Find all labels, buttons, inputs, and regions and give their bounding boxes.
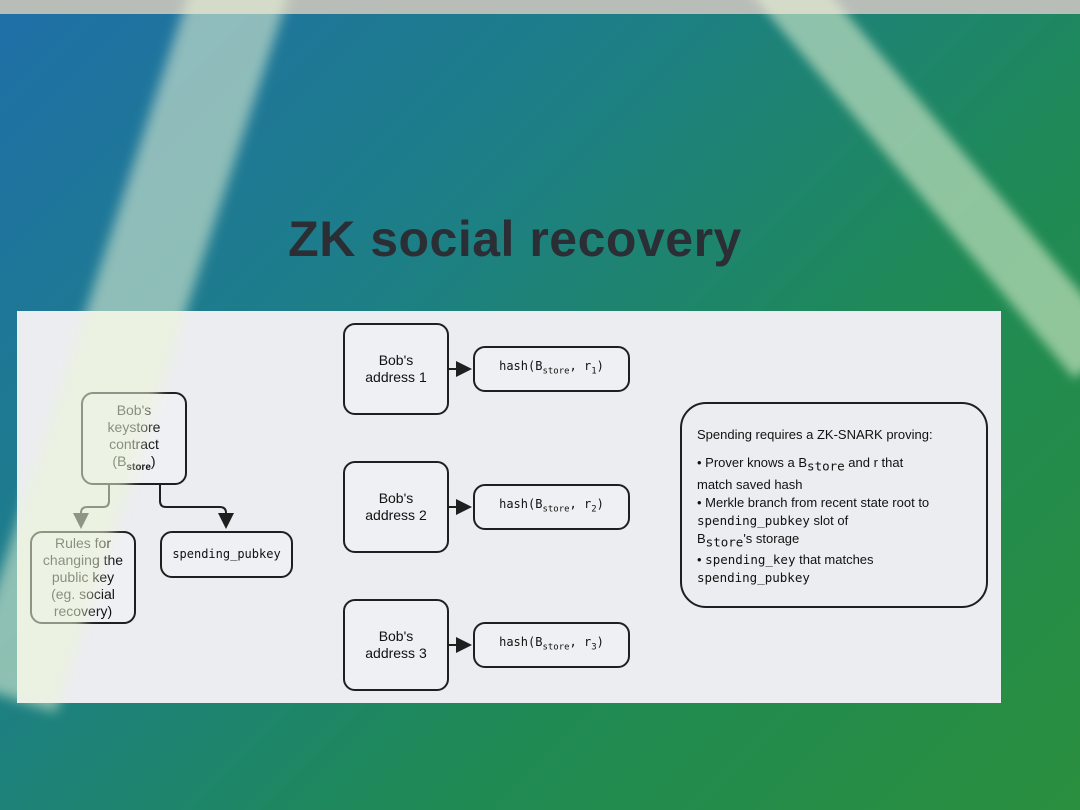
- slide-title: ZK social recovery: [288, 211, 742, 267]
- requirement-2: • Merkle branch from recent state root t…: [697, 494, 930, 510]
- requirement-3: • spending_key that matches: [697, 552, 874, 568]
- diagram-panel: Bob's keystore contract (Bstore) Rules f…: [17, 311, 1001, 703]
- hash-1-box: hash(Bstore, r1): [473, 346, 630, 392]
- spending-pubkey-box: spending_pubkey: [160, 531, 293, 578]
- requirements-heading: Spending requires a ZK-SNARK proving:: [697, 427, 933, 442]
- projector-top-strip: [0, 0, 1080, 14]
- rules-box: Rules for changing the public key (eg. s…: [30, 531, 136, 624]
- requirement-1: • Prover knows a Bstore and r that: [697, 455, 904, 474]
- arrow-keystore-to-rules: [73, 485, 110, 529]
- hash-3-box: hash(Bstore, r3): [473, 622, 630, 668]
- arrow-keystore-to-spending-pubkey: [159, 485, 234, 529]
- keystore-contract-box: Bob's keystore contract (Bstore): [81, 392, 187, 485]
- hash-2-box: hash(Bstore, r2): [473, 484, 630, 530]
- zk-requirements-box: Spending requires a ZK-SNARK proving: • …: [680, 402, 988, 608]
